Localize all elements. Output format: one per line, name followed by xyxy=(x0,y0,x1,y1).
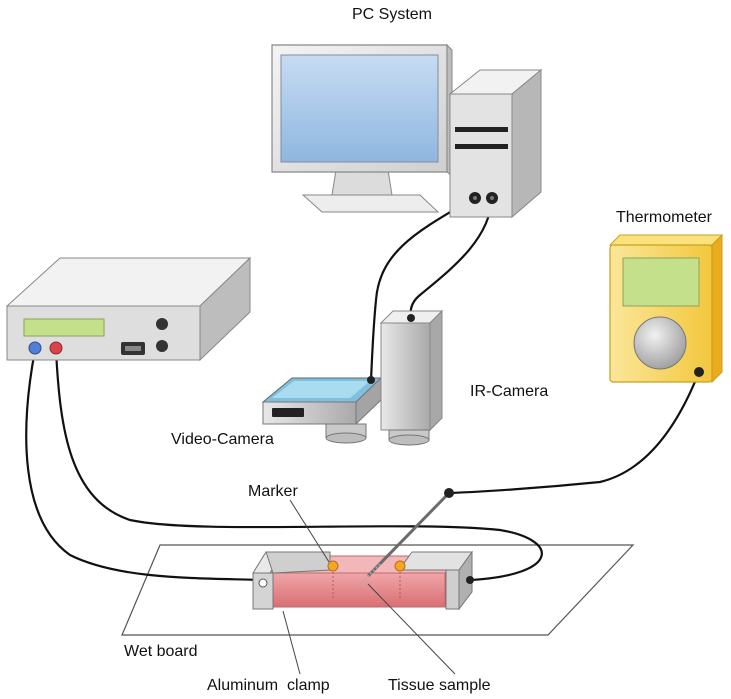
label-pc-system: PC System xyxy=(352,6,432,23)
monitor-icon xyxy=(271,43,453,213)
pc-tower-icon xyxy=(448,68,543,219)
video-camera-icon xyxy=(261,376,383,444)
leader-aluminum-clamp xyxy=(282,610,301,675)
cables xyxy=(25,197,701,582)
cable-red-port-to-clamp xyxy=(54,349,543,582)
ir-camera-icon xyxy=(379,309,444,446)
thermometer-probe xyxy=(355,488,454,589)
label-wet-board: Wet board xyxy=(124,643,198,660)
label-ir-camera: IR-Camera xyxy=(470,383,548,400)
label-tissue-sample: Tissue sample xyxy=(388,677,491,694)
cable-pc-to-video-camera xyxy=(369,197,475,381)
cable-thermometer-to-probe xyxy=(448,371,701,495)
label-aluminum-clamp: Aluminum clamp xyxy=(207,677,330,694)
aluminum-clamp-and-tissue xyxy=(252,550,474,611)
marker-pins xyxy=(327,560,406,572)
label-marker: Marker xyxy=(248,483,298,500)
cable-blue-port-to-clamp xyxy=(25,349,263,582)
marker-right xyxy=(394,560,406,572)
leader-marker xyxy=(289,499,330,563)
leader-lines xyxy=(282,499,456,675)
label-video-camera: Video-Camera xyxy=(171,431,274,448)
thermometer-icon xyxy=(608,233,724,384)
power-supply-icon xyxy=(5,256,252,362)
leader-tissue-sample xyxy=(367,583,456,675)
marker-left xyxy=(327,560,339,572)
cable-pc-to-ir-camera xyxy=(409,197,494,319)
label-thermometer: Thermometer xyxy=(616,209,713,226)
